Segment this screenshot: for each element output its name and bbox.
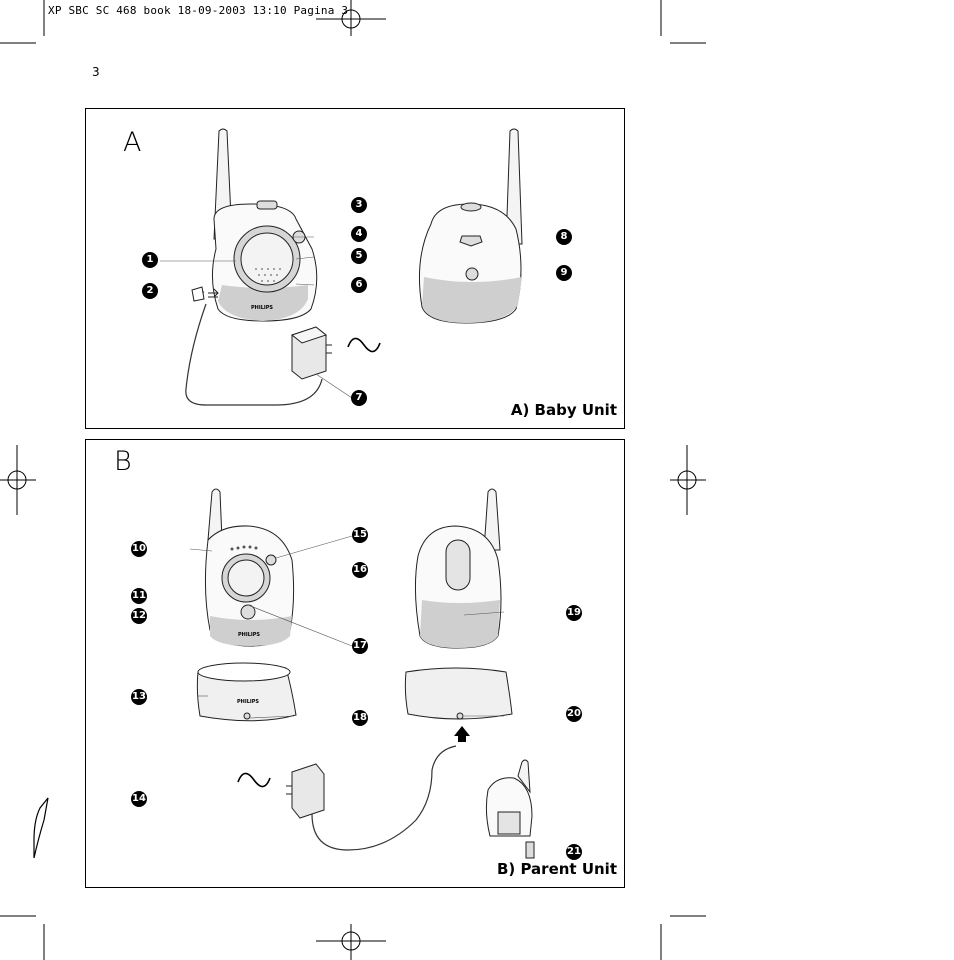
callout-14: 14 <box>131 791 147 807</box>
callout-4: 4 <box>351 226 367 242</box>
callout-3: 3 <box>351 197 367 213</box>
print-header: XP SBC SC 468 book 18-09-2003 13:10 Pagi… <box>48 4 349 17</box>
callout-5: 5 <box>351 248 367 264</box>
callout-1: 1 <box>142 252 158 268</box>
callout-16: 16 <box>352 562 368 578</box>
callout-19: 19 <box>566 605 582 621</box>
panel-b-brand-base: PHILIPS <box>237 699 259 705</box>
callout-18: 18 <box>352 710 368 726</box>
panel-parent-unit: B B) Parent Unit PHILIPS PHILIPS <box>85 439 625 888</box>
callout-11: 11 <box>131 588 147 604</box>
callout-17: 17 <box>352 638 368 654</box>
callout-15: 15 <box>352 527 368 543</box>
callout-12: 12 <box>131 608 147 624</box>
panel-b-caption: B) Parent Unit <box>496 860 617 878</box>
callout-6: 6 <box>351 277 367 293</box>
callout-2: 2 <box>142 283 158 299</box>
page-number: 3 <box>92 65 100 79</box>
panel-b-brand-top: PHILIPS <box>238 632 260 638</box>
baby-unit-illustration: PHILIPS <box>160 128 523 406</box>
callout-9: 9 <box>556 265 572 281</box>
callout-8: 8 <box>556 229 572 245</box>
callout-13: 13 <box>131 689 147 705</box>
panel-b-letter: B <box>114 446 132 477</box>
panel-a-caption: A) Baby Unit <box>510 401 617 419</box>
callout-20: 20 <box>566 706 582 722</box>
panel-a-letter: A <box>123 127 142 158</box>
panel-a-brand: PHILIPS <box>251 305 273 311</box>
parent-unit-illustration: PHILIPS PHILIPS <box>189 488 535 859</box>
panel-baby-unit: A A) Baby Unit PHILIPS <box>85 108 625 429</box>
callout-21: 21 <box>566 844 582 860</box>
callout-10: 10 <box>131 541 147 557</box>
callout-7: 7 <box>351 390 367 406</box>
